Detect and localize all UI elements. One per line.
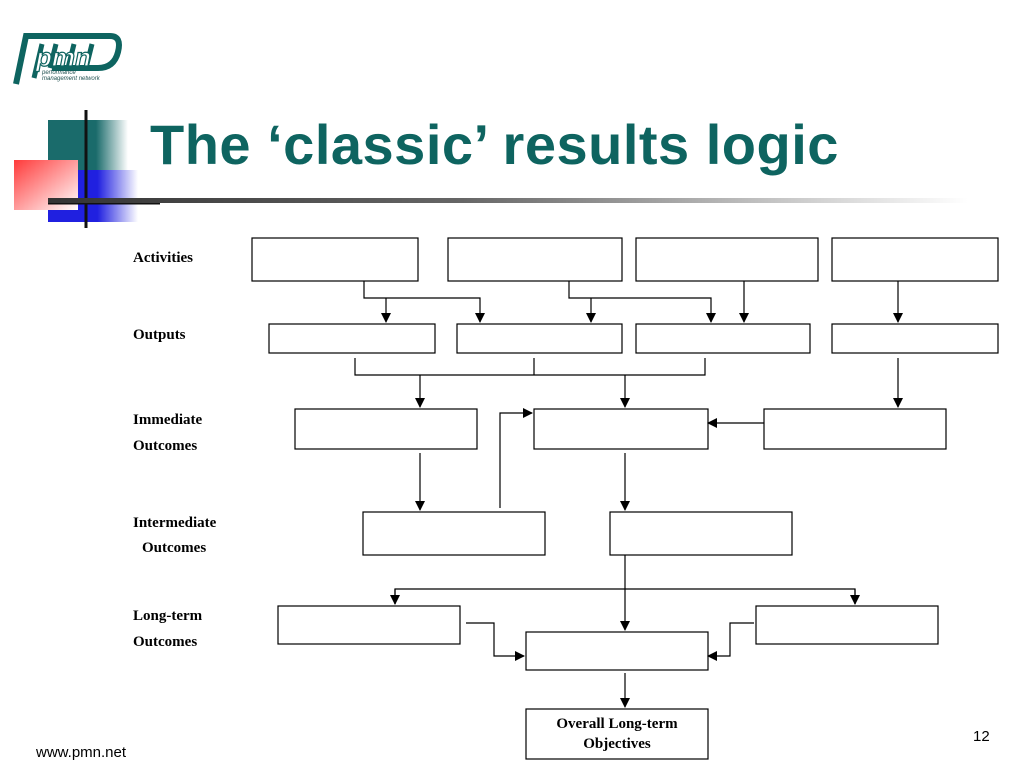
row-label-outputs: Outputs (133, 327, 186, 343)
page-number: 12 (973, 728, 990, 745)
logo-subtitle-line-2: management network (42, 76, 100, 82)
logo-subtitle-line-1: performance (42, 70, 76, 76)
overall-objectives-box (525, 708, 709, 760)
row-label-intermediate-2: Outcomes (142, 540, 207, 556)
title-underline (48, 198, 968, 203)
connector-intermediate1-feedback (499, 408, 533, 508)
overall-objectives-label: Overall Long-term Objectives (526, 709, 708, 759)
output-box-3 (635, 323, 811, 354)
longterm-outcome-box-right (755, 605, 939, 645)
output-box-4 (831, 323, 999, 354)
activity-box-1 (251, 237, 419, 282)
logo-subtitle: performance management network (42, 70, 100, 82)
row-label-longterm-1: Long-term (133, 608, 203, 624)
overall-objectives-line-2: Objectives (583, 736, 651, 752)
output-box-1 (268, 323, 436, 354)
immediate-outcome-box-1 (294, 408, 478, 450)
slide-title: The ‘classic’ results logic (150, 113, 839, 176)
row-label-immediate-1: Immediate (133, 412, 203, 428)
longterm-outcome-box-center (525, 631, 709, 671)
overall-objectives-line-1: Overall Long-term (556, 716, 678, 732)
intermediate-outcome-box-1 (362, 511, 546, 556)
activity-box-4 (831, 237, 999, 282)
footer-url: www.pmn.net (36, 744, 127, 761)
connector-activity2-output3 (568, 281, 716, 323)
output-box-2 (456, 323, 623, 354)
activity-box-3 (635, 237, 819, 282)
row-label-immediate-2: Outcomes (133, 438, 198, 454)
row-label-activities: Activities (133, 250, 193, 266)
logo-wordmark: pmn (35, 42, 91, 72)
outputs-bracket (354, 358, 706, 376)
immediate-outcome-box-3 (763, 408, 947, 450)
row-label-intermediate-1: Intermediate (133, 515, 217, 531)
intermediate-outcome-box-2 (609, 511, 793, 556)
pmn-logo: pmn (13, 33, 122, 85)
immediate-outcome-box-2 (533, 408, 709, 450)
connector-longterm-right-center (707, 622, 754, 661)
activity-box-2 (447, 237, 623, 282)
longterm-outcome-box-left (277, 605, 461, 645)
connector-activity1-output2 (363, 281, 485, 323)
connector-longterm-left-center (466, 622, 525, 661)
row-label-longterm-2: Outcomes (133, 634, 198, 650)
title-decoration (14, 110, 160, 228)
